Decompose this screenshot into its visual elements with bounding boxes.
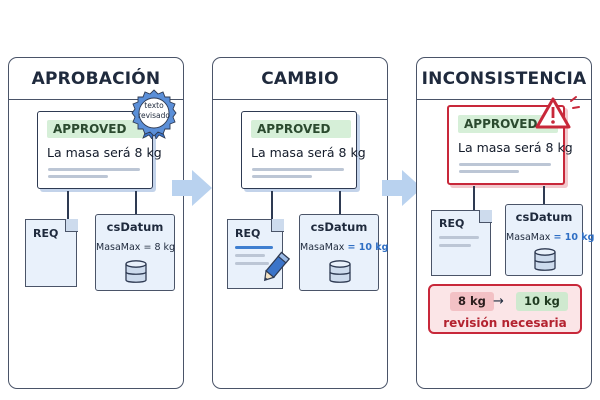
datum-value-line: MasaMax = 10 kg bbox=[300, 242, 388, 253]
text-line bbox=[48, 175, 108, 178]
statement-text: La masa será 8 kg bbox=[251, 145, 366, 160]
document-fold bbox=[271, 219, 284, 232]
text-line bbox=[48, 168, 140, 171]
text-line bbox=[459, 170, 519, 173]
status-badge: APPROVED bbox=[47, 120, 147, 138]
seal-badge-icon bbox=[131, 89, 177, 139]
seal-label: texto bbox=[144, 101, 164, 110]
panel-inconsistencia: INCONSISTENCIA APPROVED La masa será 8 k… bbox=[416, 57, 594, 389]
old-value-chip: 8 kg bbox=[450, 292, 494, 311]
database-icon bbox=[534, 248, 556, 271]
datum-key: MasaMax bbox=[96, 242, 141, 253]
connector-line bbox=[543, 186, 545, 212]
status-badge: APPROVED bbox=[251, 120, 351, 138]
change-arrow: → bbox=[493, 294, 504, 309]
connector-line bbox=[339, 191, 341, 219]
datum-box: csDatum MasaMax = 10 kg bbox=[505, 204, 594, 276]
datum-title: csDatum bbox=[106, 220, 164, 234]
connector-line bbox=[135, 191, 137, 219]
new-value-chip: 10 kg bbox=[516, 292, 568, 311]
connector-line bbox=[473, 186, 475, 212]
edited-line bbox=[235, 246, 273, 249]
text-line bbox=[459, 163, 551, 166]
document-fold bbox=[65, 219, 78, 232]
flow-arrow-icon bbox=[382, 170, 422, 206]
datum-key: MasaMax bbox=[506, 232, 551, 243]
connector-line bbox=[67, 191, 69, 219]
panel-title: INCONSISTENCIA bbox=[417, 58, 591, 100]
statement-card: APPROVED La masa será 8 kg bbox=[37, 111, 162, 189]
database-icon bbox=[329, 260, 351, 283]
datum-box: csDatum MasaMax = 8 kg bbox=[95, 214, 175, 291]
statement-text: La masa será 8 kg bbox=[458, 140, 573, 155]
datum-value: = 10 kg bbox=[553, 232, 595, 243]
datum-box: csDatum MasaMax = 10 kg bbox=[299, 214, 388, 291]
datum-value: = 10 kg bbox=[347, 242, 389, 253]
text-line bbox=[439, 236, 479, 239]
text-line bbox=[235, 254, 265, 257]
panel-title: APROBACIÓN bbox=[9, 58, 183, 100]
text-line bbox=[235, 262, 269, 265]
alert-text: revisión necesaria bbox=[443, 316, 567, 330]
panel-aprobacion: APROBACIÓN APPROVED La masa será 8 kg te… bbox=[8, 57, 184, 389]
pencil-icon bbox=[263, 251, 290, 282]
text-line bbox=[252, 175, 312, 178]
flow-arrow-icon bbox=[172, 170, 212, 206]
datum-value-line: MasaMax = 8 kg bbox=[96, 242, 176, 253]
document-fold bbox=[479, 210, 492, 223]
panel-title: CAMBIO bbox=[213, 58, 387, 100]
document-label: REQ bbox=[235, 227, 261, 240]
document-label: REQ bbox=[439, 217, 465, 230]
statement-text: La masa será 8 kg bbox=[47, 145, 162, 160]
datum-key: MasaMax bbox=[300, 242, 345, 253]
panel-cambio: CAMBIO APPROVED La masa será 8 kg REQ cs… bbox=[212, 57, 388, 389]
status-badge: APPROVED bbox=[458, 115, 558, 133]
datum-title: csDatum bbox=[515, 210, 573, 224]
revision-alert: 8 kg → 10 kg revisión necesaria bbox=[428, 284, 582, 334]
warning-icon bbox=[535, 96, 580, 129]
text-line bbox=[439, 244, 471, 247]
datum-title: csDatum bbox=[310, 220, 368, 234]
document-label: REQ bbox=[33, 227, 59, 240]
database-icon bbox=[125, 260, 147, 283]
datum-value-line: MasaMax = 10 kg bbox=[506, 232, 594, 243]
datum-value: = 8 kg bbox=[143, 242, 176, 253]
connector-line bbox=[271, 191, 273, 219]
statement-card: APPROVED La masa será 8 kg bbox=[241, 111, 366, 189]
text-line bbox=[252, 168, 344, 171]
seal-label: revisado bbox=[138, 111, 170, 120]
